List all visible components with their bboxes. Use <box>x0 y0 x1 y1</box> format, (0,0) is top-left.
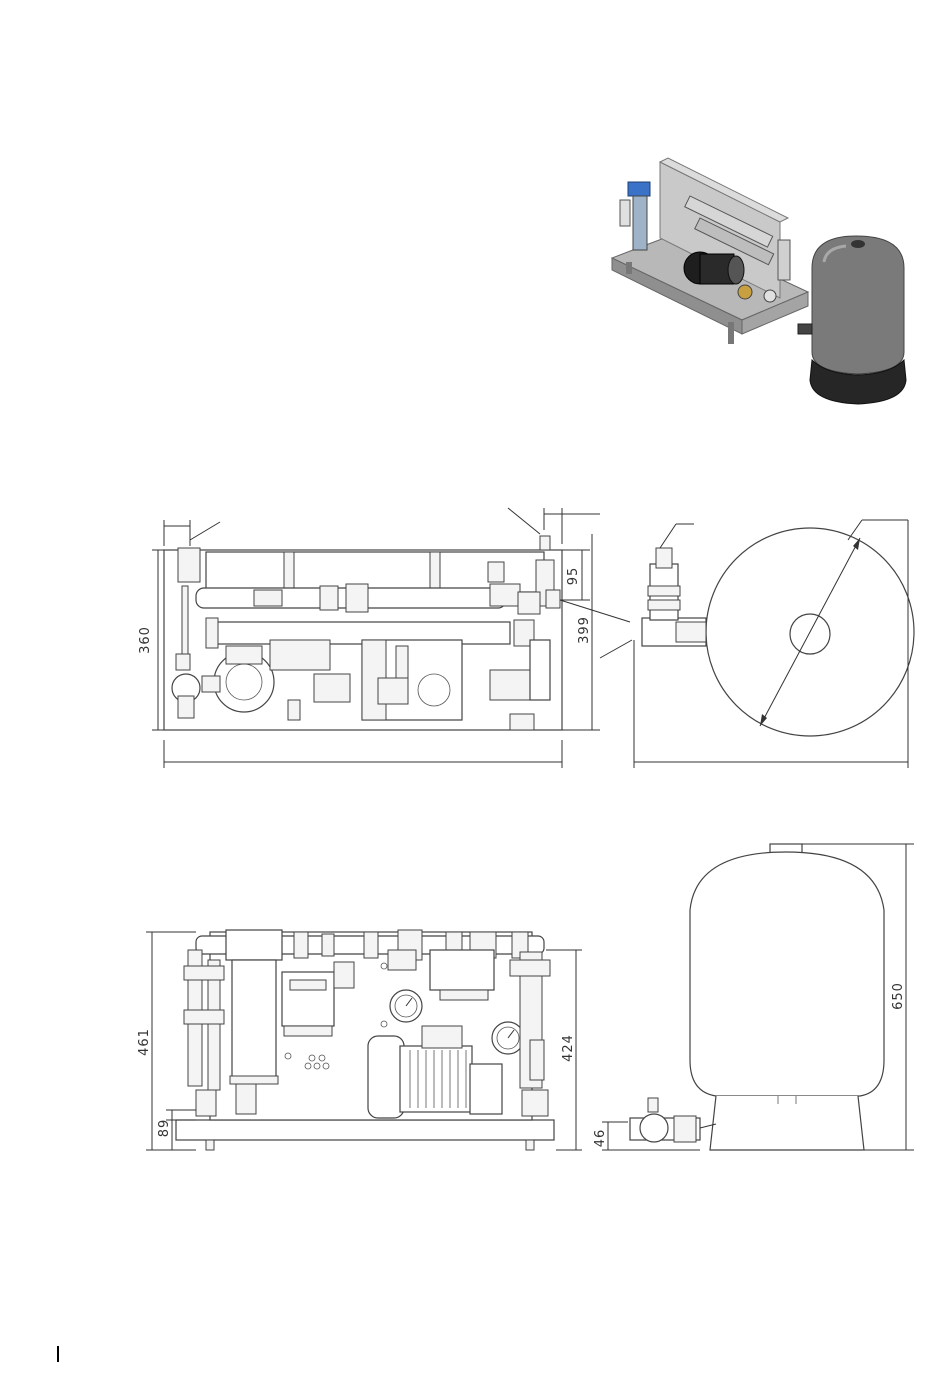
dim-46: 46 <box>593 1129 608 1148</box>
tank-side-view: 650 46 <box>593 844 914 1150</box>
dim-461: 461 <box>137 1028 152 1056</box>
tank-top-view <box>600 520 914 768</box>
dim-95: 95 <box>566 567 581 586</box>
dim-399: 399 <box>577 616 592 644</box>
tank-body <box>690 852 884 1096</box>
front-view-drawing: 461 89 424 <box>137 930 582 1150</box>
dim-360: 360 <box>138 626 153 654</box>
product-render <box>612 158 906 404</box>
dim-89: 89 <box>157 1119 172 1138</box>
top-view-drawing: 360 95 399 <box>138 508 630 768</box>
front-view-baseplate <box>176 1120 554 1140</box>
dim-424: 424 <box>561 1034 576 1062</box>
dim-650: 650 <box>891 982 906 1010</box>
